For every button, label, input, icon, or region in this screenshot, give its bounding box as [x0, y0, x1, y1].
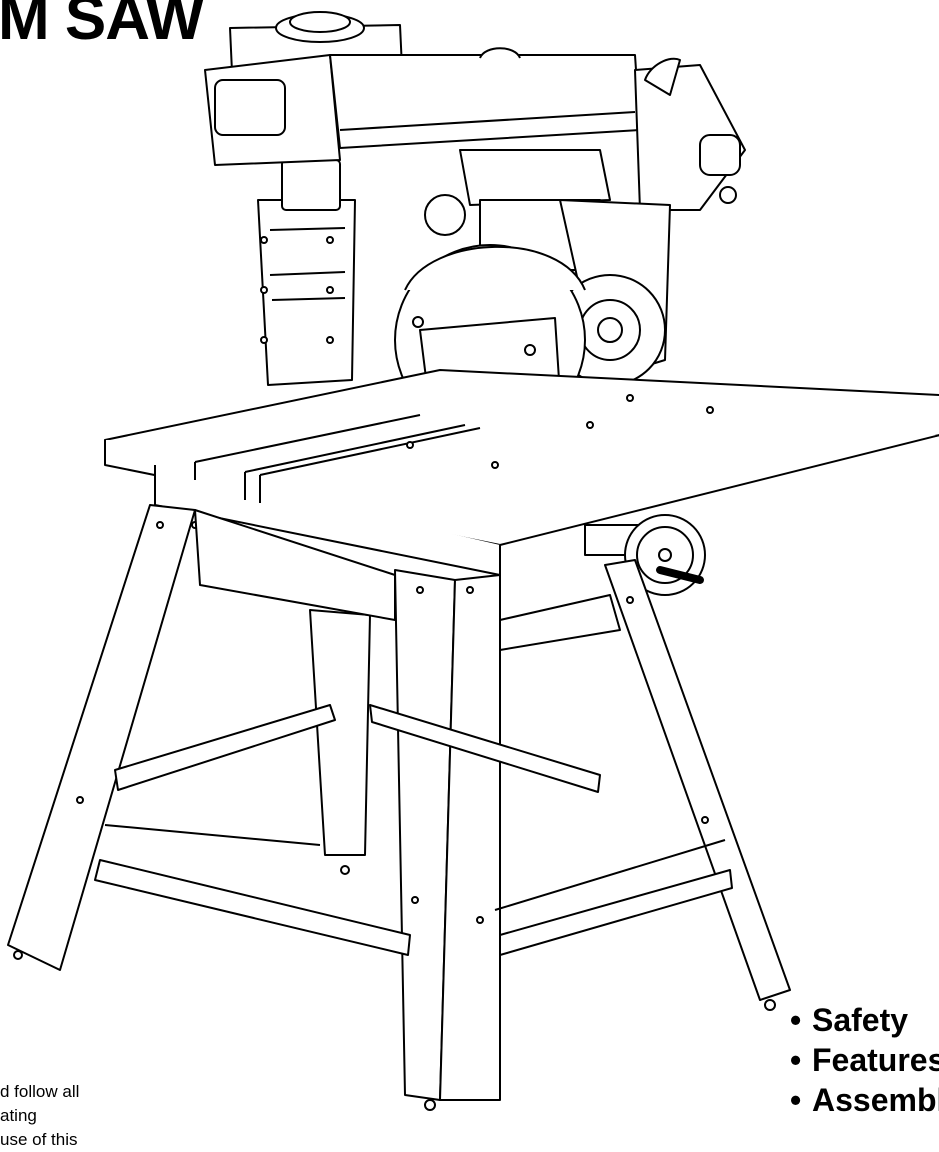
stand-legs	[8, 505, 790, 1110]
stand-rails	[95, 510, 732, 955]
page-title: M SAW	[0, 0, 204, 53]
intro-line: use of this	[0, 1130, 78, 1149]
feature-list: •Safety •Features •Assembly	[790, 1000, 939, 1120]
table-top	[105, 370, 939, 575]
feature-item-safety: •Safety	[790, 1002, 909, 1038]
feature-item-features: •Features	[790, 1042, 939, 1078]
intro-line: ating	[0, 1106, 37, 1125]
handwheel	[585, 515, 705, 595]
bullet: •	[790, 1082, 802, 1118]
feature-item-assembly: •Assembly	[790, 1082, 939, 1118]
motor-carriage	[425, 150, 670, 385]
bullet: •	[790, 1042, 802, 1078]
intro-text: d follow all ating use of this	[0, 1080, 160, 1152]
intro-line: d follow all	[0, 1082, 80, 1101]
arm-assembly	[205, 12, 745, 210]
column	[258, 160, 355, 385]
bullet: •	[790, 1002, 802, 1038]
